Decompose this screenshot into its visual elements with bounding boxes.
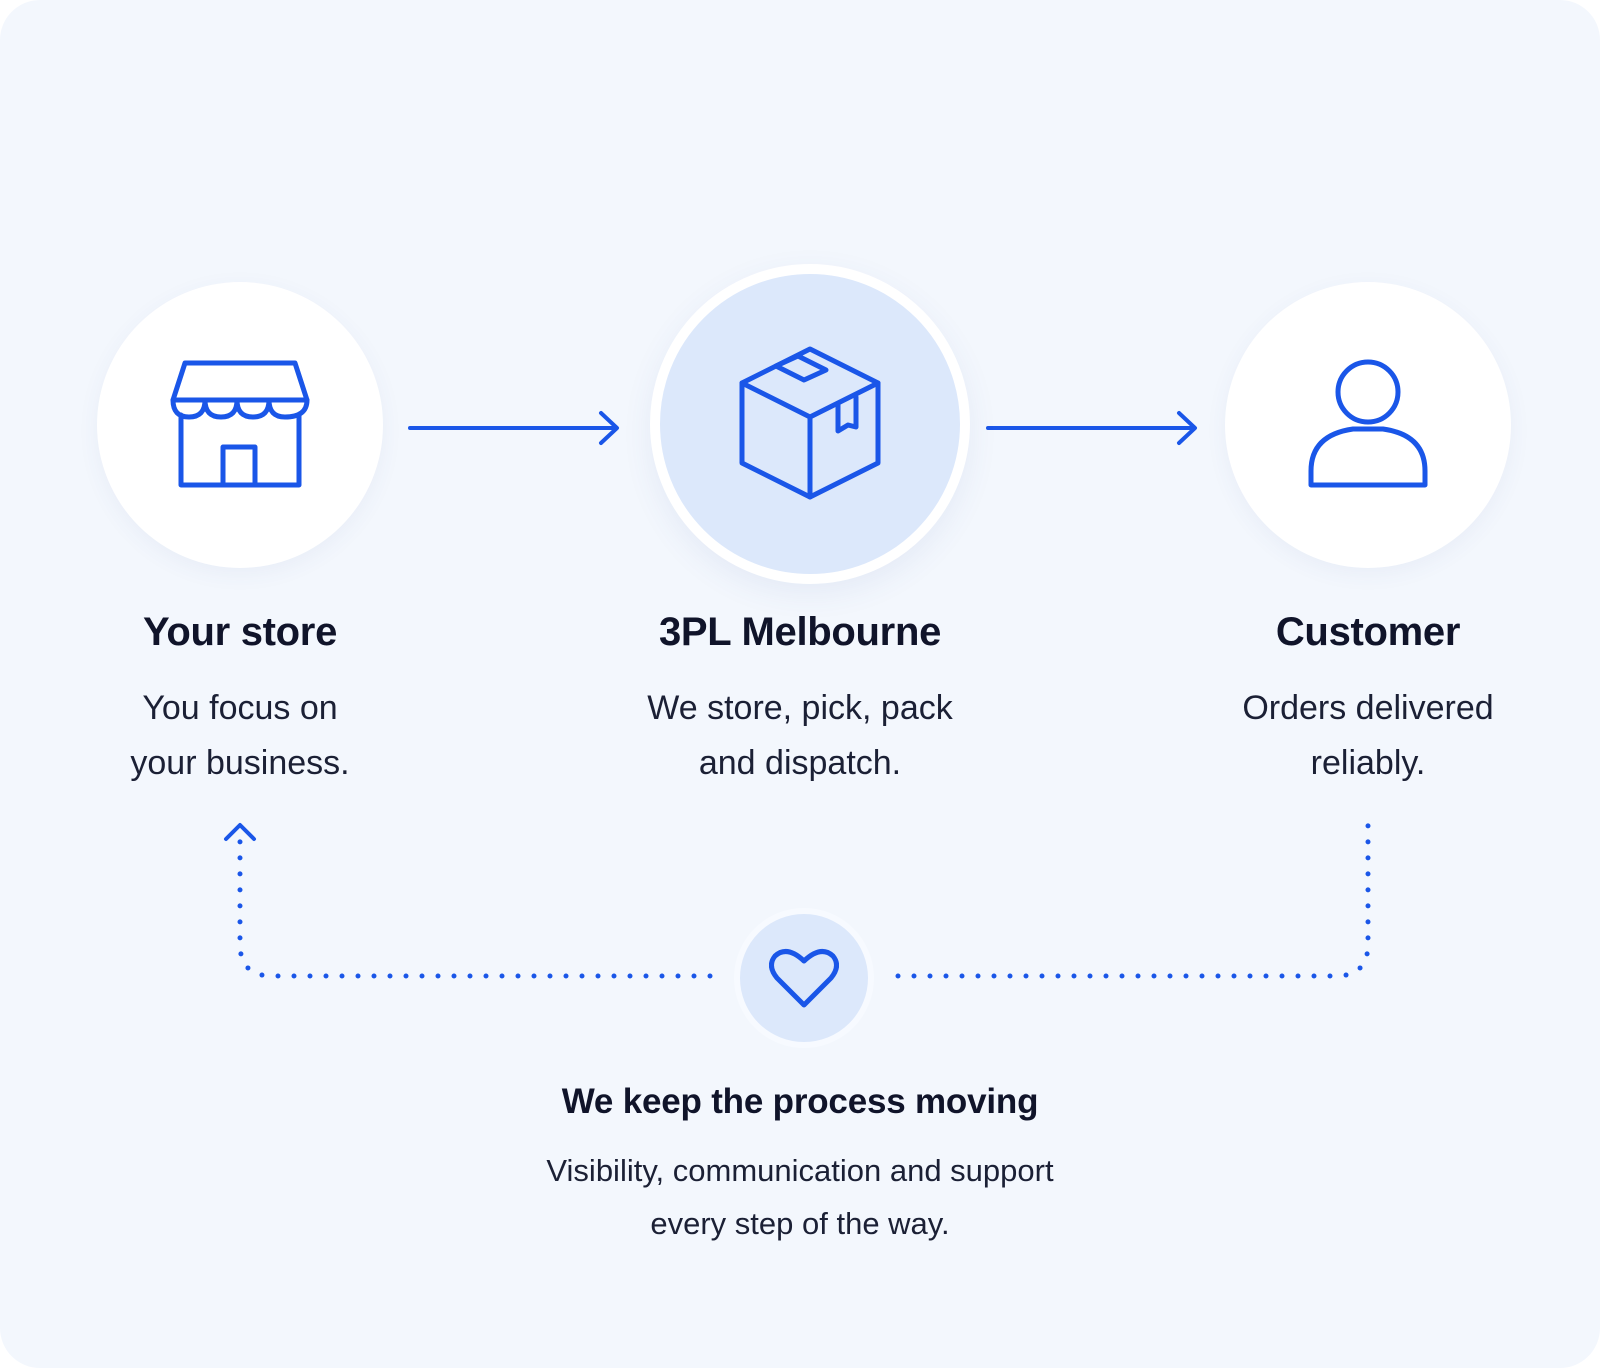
step-title: Customer — [1275, 610, 1461, 654]
step-description: We store, pick, pack and dispatch. — [590, 681, 1010, 791]
loop-title: We keep the process moving — [561, 1082, 1039, 1121]
step-title: Your store — [142, 610, 338, 654]
store-icon — [170, 360, 310, 488]
step-description: Orders delivered reliably. — [1158, 681, 1578, 791]
arrow-3pl-to-customer — [986, 411, 1197, 445]
customer-circle — [1225, 282, 1511, 568]
user-icon — [1308, 359, 1428, 488]
step-desc-line: You focus on — [142, 689, 338, 727]
loop-path-right — [895, 821, 1371, 979]
step-desc-line: and dispatch. — [698, 744, 902, 782]
warehouse-circle — [650, 264, 970, 584]
loop-desc-line: every step of the way. — [650, 1206, 950, 1241]
loop-description: Visibility, communication and support ev… — [400, 1144, 1200, 1250]
heart-circle — [734, 908, 874, 1048]
step-description: You focus on your business. — [30, 681, 450, 791]
step-customer: Customer Orders delivered reliably. — [1158, 610, 1578, 791]
heart-icon — [769, 949, 839, 1008]
loop-caption: We keep the process moving Visibility, c… — [400, 1082, 1200, 1250]
step-3pl-melbourne: 3PL Melbourne We store, pick, pack and d… — [590, 610, 1010, 791]
step-your-store: Your store You focus on your business. — [30, 610, 450, 791]
step-desc-line: reliably. — [1310, 744, 1426, 782]
step-desc-line: your business. — [130, 744, 350, 782]
step-desc-line: We store, pick, pack — [647, 689, 953, 727]
loop-desc-line: Visibility, communication and support — [546, 1153, 1054, 1188]
step-desc-line: Orders delivered — [1242, 689, 1494, 727]
box-icon — [739, 346, 881, 500]
loop-path-left — [237, 837, 713, 979]
loop-arrowhead-icon — [224, 823, 256, 841]
step-title: 3PL Melbourne — [658, 610, 942, 654]
store-circle — [97, 282, 383, 568]
arrow-store-to-3pl — [408, 411, 619, 445]
